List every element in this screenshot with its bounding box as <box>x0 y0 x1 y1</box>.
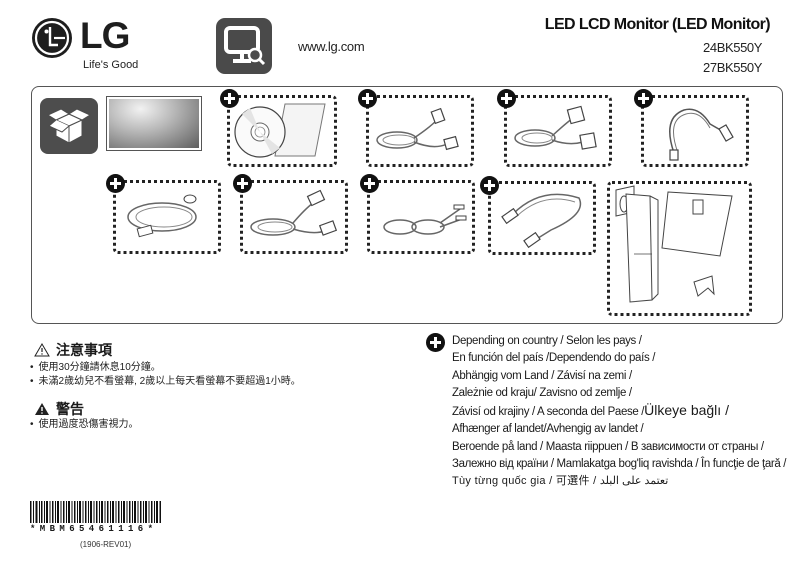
warning-title: 警告 <box>56 401 84 417</box>
country-line: Залежно від країни / Mamlakatga bog'liq … <box>452 458 787 471</box>
usb-cable-icon <box>669 108 734 161</box>
turkish-text: Ülkeye bağlı / <box>644 402 729 419</box>
displayport-cable-icon <box>501 193 582 249</box>
optional-plus-icon <box>106 174 125 193</box>
hdmi-cable-item <box>240 180 348 254</box>
cd-icon <box>234 103 326 158</box>
barcode <box>30 501 162 523</box>
warning-heading: 警告 <box>34 399 84 419</box>
warning-list: 使用過度恐傷害視力。 <box>30 418 139 432</box>
caution-item: 使用30分鐘請休息10分鐘。 <box>30 361 301 375</box>
optional-plus-icon <box>634 89 653 108</box>
optional-plus-icon <box>220 89 239 108</box>
caution-list: 使用30分鐘請休息10分鐘。 未滿2歲幼兒不看螢幕, 2歲以上每天看螢幕不要超過… <box>30 361 301 389</box>
audio-cable-icon <box>383 204 467 235</box>
website-link[interactable]: www.lg.com <box>298 39 365 54</box>
optional-plus-icon <box>358 89 377 108</box>
stand-icon <box>615 185 733 303</box>
country-line: Beroende på land / Maasta riippuen / В з… <box>452 440 764 453</box>
country-line: Tùy từng quốc gia / 可選件 / تعتمد على البل… <box>452 475 669 488</box>
components-panel <box>31 86 783 324</box>
power-cord-item <box>113 180 221 254</box>
brand-logo: LG <box>80 15 130 56</box>
monitor-search-icon <box>216 18 272 74</box>
country-line: Závisí od krajiny / A seconda del Paese … <box>452 402 729 419</box>
brand-tagline: Life's Good <box>83 59 139 71</box>
dvi-cable-icon <box>376 107 459 151</box>
optional-plus-icon <box>480 176 499 195</box>
barcode-number: *MBM65461116* <box>30 524 158 534</box>
model-number: 24BK550Y <box>703 40 762 55</box>
hdmi-cable-icon <box>250 189 338 236</box>
country-line: Depending on country / Selon les pays / <box>452 335 642 347</box>
optional-plus-icon <box>360 174 379 193</box>
country-line: En función del país /Dependendo do país … <box>452 352 656 365</box>
country-line: Abhängig vom Land / Závisí na zemi / <box>452 369 632 382</box>
package-box-icon <box>40 98 98 154</box>
monitor-image <box>106 96 202 151</box>
lg-logo-icon <box>32 18 72 58</box>
power-cord-icon <box>127 194 197 238</box>
stand-parts-item <box>607 181 752 316</box>
country-line: Zależnie od kraju/ Zavisno od zemlje / <box>452 386 632 399</box>
displayport-cable-item <box>488 181 596 255</box>
model-number: 27BK550Y <box>703 60 762 75</box>
caution-outline-icon <box>34 343 50 357</box>
optional-plus-icon <box>497 89 516 108</box>
usb-cable-item <box>641 95 749 167</box>
optional-plus-icon <box>426 333 445 352</box>
warning-item: 使用過度恐傷害視力。 <box>30 418 139 432</box>
warning-filled-icon <box>35 403 49 415</box>
d-sub-cable-icon <box>514 105 597 150</box>
audio-cable-item <box>367 180 475 254</box>
document-title: LED LCD Monitor (LED Monitor) <box>544 16 771 33</box>
optional-plus-icon <box>233 174 252 193</box>
caution-item: 未滿2歲幼兒不看螢幕, 2歲以上每天看螢幕不要超過1小時。 <box>30 375 301 389</box>
dvi-cable-item <box>366 95 474 167</box>
country-line: Afhænger af landet/Avhengig av landet / <box>452 423 644 436</box>
caution-title: 注意事項 <box>56 342 112 358</box>
country-dependent-note: Depending on country / Selon les pays / … <box>452 333 786 491</box>
cd-manual-item <box>227 95 337 167</box>
caution-heading: 注意事項 <box>34 340 112 360</box>
revision-code: (1906-REV01) <box>80 540 132 549</box>
d-sub-cable-item <box>504 95 612 167</box>
